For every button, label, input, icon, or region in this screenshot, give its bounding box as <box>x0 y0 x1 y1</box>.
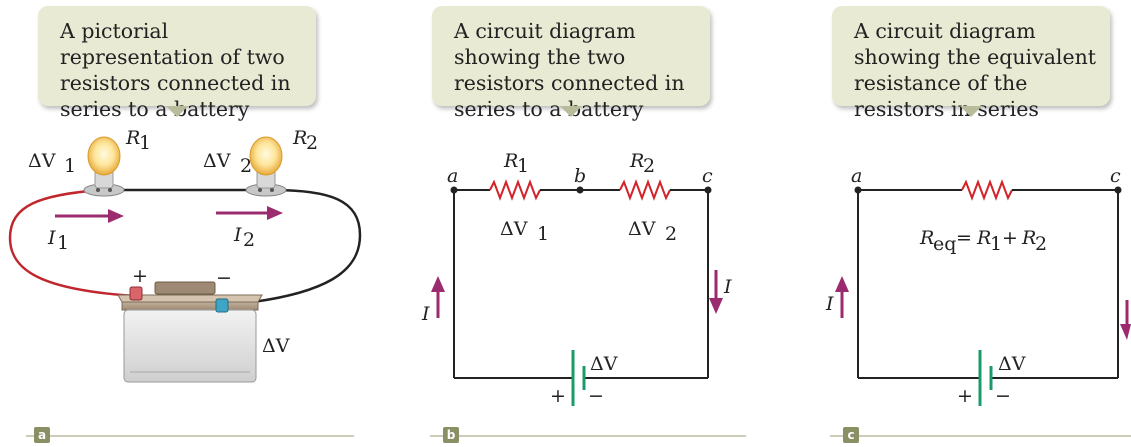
label-i2-a: I <box>233 224 242 246</box>
current-arrow-right-b <box>709 270 723 314</box>
panel-a-pictorial: ΔV 1 R 1 ΔV 2 R 2 I 1 I 2 + − ΔV <box>8 127 362 383</box>
label-a-b: a <box>447 165 458 187</box>
callout-pointer-a <box>166 106 188 117</box>
label-dv-b: ΔV <box>590 353 618 375</box>
label-i-right-b: I <box>723 276 732 298</box>
node-a-c <box>854 186 862 194</box>
label-i1-sub-a: 1 <box>57 232 69 254</box>
panel-c-circuit: a c R eq = R 1 + R 2 I ΔV + − <box>825 165 1131 407</box>
label-r2-a: R <box>292 127 307 149</box>
label-plus-c: + <box>957 385 973 407</box>
label-r1-sub-a: 1 <box>139 132 151 154</box>
label-dv-c: ΔV <box>998 353 1026 375</box>
label-b-b: b <box>574 165 586 187</box>
label-plus-b: + <box>550 385 566 407</box>
resistor-req-c <box>961 179 1013 201</box>
current-arrow-left-c <box>835 276 849 318</box>
node-c-c <box>1114 186 1122 194</box>
label-plus-op-c: + <box>996 227 1024 249</box>
panel-tag-a: a <box>34 427 50 443</box>
label-r2-sub-b: 2 <box>643 155 655 177</box>
label-a-c: a <box>851 165 862 187</box>
node-b-b <box>576 186 584 194</box>
callout-text-b: A circuit diagram showing the two resist… <box>454 19 685 121</box>
label-r1-a: R <box>125 127 140 149</box>
label-eq-c: = <box>950 227 978 249</box>
current-arrow-left-b <box>431 276 445 318</box>
label-r2-c: R <box>1021 227 1036 249</box>
label-r1-c: R <box>976 227 991 249</box>
label-r1-sub-b: 1 <box>517 155 529 177</box>
callout-text-a: A pictorial representation of two resist… <box>60 19 291 121</box>
wire-right-loop <box>227 188 362 307</box>
label-minus-b: − <box>588 385 604 407</box>
label-r2-sub-c: 2 <box>1035 233 1047 255</box>
label-i1-a: I <box>47 227 56 249</box>
label-c-c: c <box>1110 165 1121 187</box>
callout-panel-b: A circuit diagram showing the two resist… <box>432 6 710 121</box>
label-i-left-b: I <box>421 303 430 325</box>
resistor-r1-b <box>489 179 541 201</box>
node-c-b <box>704 186 712 194</box>
panel-c-rule <box>830 435 1131 437</box>
label-minus-a: − <box>216 267 232 289</box>
label-dv-a: ΔV <box>262 335 290 357</box>
label-plus-a: + <box>132 265 148 287</box>
label-dv1-a: ΔV <box>28 150 56 172</box>
callout-pointer-c <box>960 106 982 117</box>
bulb-1 <box>83 136 125 197</box>
callout-panel-a: A pictorial representation of two resist… <box>38 6 316 121</box>
label-dv1-sub-b: 1 <box>537 223 549 245</box>
resistor-r2-b <box>619 179 671 201</box>
label-dv1-sub-a: 1 <box>64 155 76 177</box>
node-a-b <box>450 186 458 194</box>
label-dv1-b: ΔV <box>500 218 528 240</box>
label-i2-sub-a: 2 <box>243 229 255 251</box>
panel-b-circuit: a b c R 1 R 2 ΔV 1 ΔV 2 I I ΔV + − <box>421 150 732 407</box>
label-r1-b: R <box>503 150 518 172</box>
label-c-b: c <box>702 165 713 187</box>
battery <box>117 281 263 383</box>
label-dv2-sub-a: 2 <box>240 155 252 177</box>
label-minus-c: − <box>995 385 1011 407</box>
label-dv2-sub-b: 2 <box>665 223 677 245</box>
current-arrow-i1 <box>55 209 124 223</box>
panel-tag-b: b <box>443 427 459 443</box>
label-i-left-c: I <box>825 293 834 315</box>
current-arrow-i2 <box>216 206 283 220</box>
callout-pointer-b <box>560 106 582 117</box>
label-r2-b: R <box>629 150 644 172</box>
label-dv2-b: ΔV <box>628 218 656 240</box>
callout-text-c: A circuit diagram showing the equivalent… <box>854 19 1097 121</box>
panel-a-rule <box>26 435 354 437</box>
label-dv2-a: ΔV <box>203 150 231 172</box>
panel-b-rule <box>430 435 746 437</box>
label-r2-sub-a: 2 <box>306 132 318 154</box>
label-req-c: R <box>919 227 934 249</box>
label-req-sub-c: eq <box>933 233 956 255</box>
red-wire <box>8 188 136 298</box>
current-arrow-right-c <box>1120 300 1131 340</box>
bulb-2 <box>245 136 287 197</box>
callout-panel-c: A circuit diagram showing the equivalent… <box>832 6 1110 121</box>
label-r1-sub-c: 1 <box>990 233 1002 255</box>
panel-tag-c: c <box>843 427 859 443</box>
